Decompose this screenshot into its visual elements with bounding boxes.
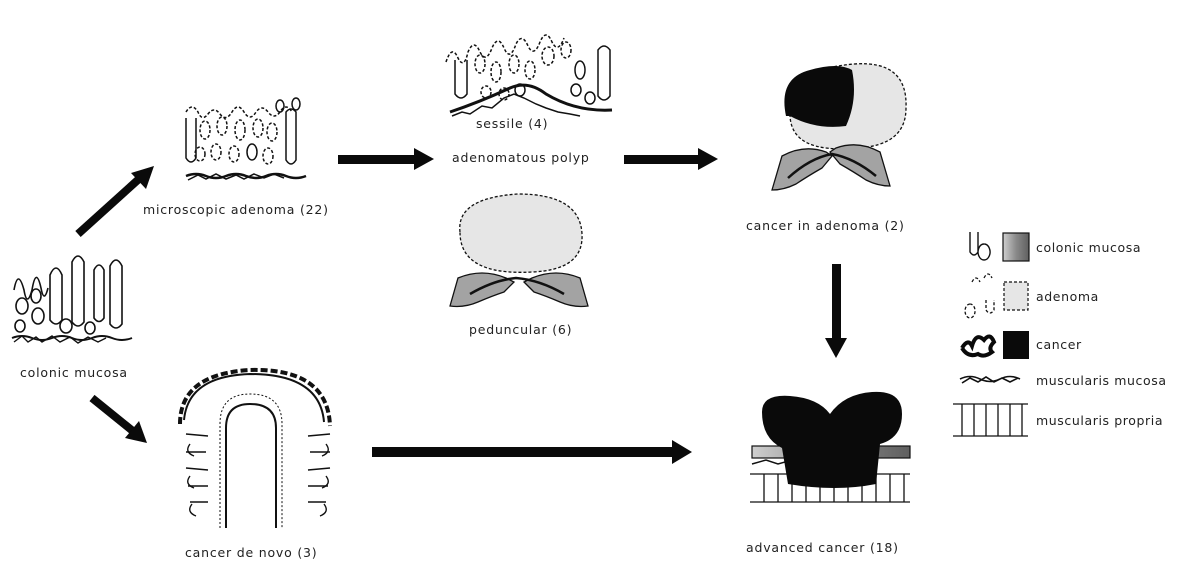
advanced-cancer-illustration	[750, 392, 910, 502]
label-advanced-cancer: advanced cancer (18)	[746, 540, 899, 555]
legend-item-muscularis-propria: muscularis propria	[953, 404, 1163, 436]
sessile-polyp-illustration	[446, 35, 612, 116]
legend-item-cancer: cancer	[962, 331, 1082, 359]
legend: colonic mucosa adenoma cancer muscularis…	[953, 232, 1167, 436]
legend-adenoma-glyph	[965, 274, 994, 318]
microscopic-adenoma-illustration	[186, 98, 306, 180]
legend-cancer-swatch	[1003, 331, 1029, 359]
legend-label-muscularis-propria: muscularis propria	[1036, 413, 1163, 428]
arrow-to-cancer-in-adenoma	[624, 148, 718, 170]
arrow-to-advanced-cancer-down	[825, 264, 847, 358]
legend-mucosa-glyph	[970, 232, 990, 260]
colonic-mucosa-illustration	[12, 256, 132, 343]
label-cancer-de-novo: cancer de novo (3)	[185, 545, 317, 560]
cancer-in-adenoma-illustration	[772, 64, 906, 190]
legend-muscularis-mucosa-glyph	[960, 377, 1020, 384]
peduncular-polyp-illustration	[450, 194, 588, 307]
cancer-de-novo-illustration	[180, 370, 330, 528]
legend-label-cancer: cancer	[1036, 337, 1082, 352]
legend-label-adenoma: adenoma	[1036, 289, 1099, 304]
legend-adenoma-swatch	[1004, 282, 1028, 310]
arrow-to-cancer-de-novo	[92, 398, 147, 443]
legend-item-muscularis-mucosa: muscularis mucosa	[960, 373, 1167, 388]
legend-label-colonic-mucosa: colonic mucosa	[1036, 240, 1141, 255]
label-peduncular: peduncular (6)	[469, 322, 572, 337]
legend-cancer-glyph	[962, 336, 994, 355]
label-adenomatous-polyp: adenomatous polyp	[452, 150, 590, 165]
label-sessile: sessile (4)	[476, 116, 548, 131]
legend-muscularis-propria-glyph	[953, 404, 1028, 436]
label-microscopic-adenoma: microscopic adenoma (22)	[143, 202, 329, 217]
arrow-to-advanced-cancer-right	[372, 440, 692, 464]
arrow-to-adenomatous-polyp	[338, 148, 434, 170]
legend-item-adenoma: adenoma	[965, 274, 1099, 318]
legend-label-muscularis-mucosa: muscularis mucosa	[1036, 373, 1167, 388]
legend-item-colonic-mucosa: colonic mucosa	[970, 232, 1141, 261]
legend-mucosa-swatch	[1003, 233, 1029, 261]
label-colonic-mucosa: colonic mucosa	[20, 365, 128, 380]
arrow-to-microscopic-adenoma	[78, 166, 154, 234]
label-cancer-in-adenoma: cancer in adenoma (2)	[746, 218, 905, 233]
